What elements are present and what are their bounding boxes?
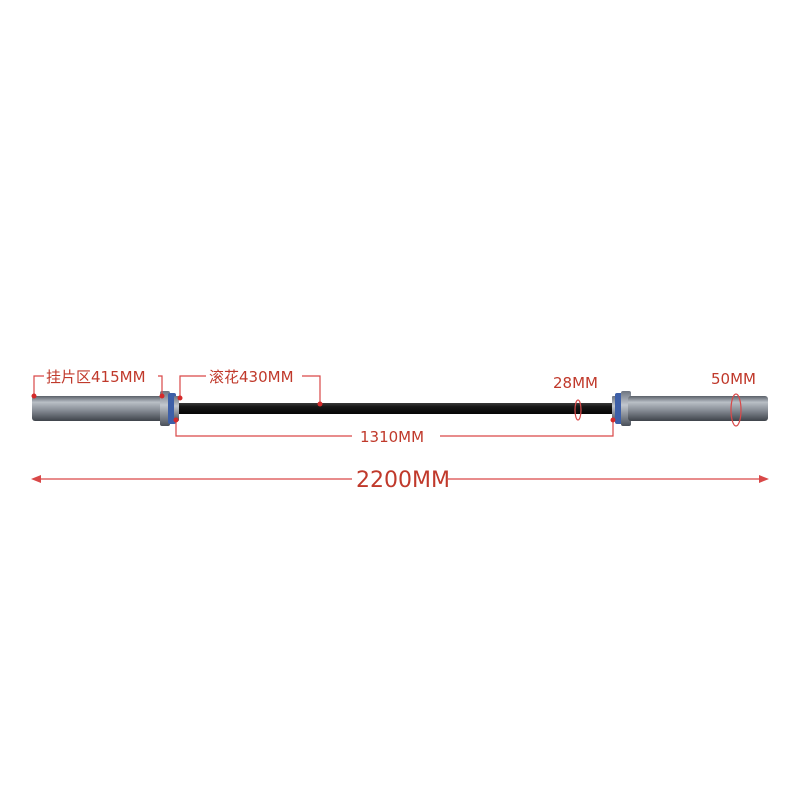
- knurling-annotation: 滚花430MM: [177, 368, 323, 407]
- sleeve-length-label: 挂片区415MM: [46, 368, 146, 386]
- left-collar: [160, 391, 179, 426]
- inner-length-annotation: 1310MM: [173, 417, 616, 446]
- shaft-diameter-annotation: 28MM: [553, 374, 598, 421]
- sleeve-diameter-annotation: 50MM: [711, 370, 756, 427]
- total-length-annotation: 2200MM: [31, 468, 769, 493]
- inner-length-label: 1310MM: [360, 428, 424, 446]
- barbell: [32, 391, 768, 426]
- left-sleeve: [32, 396, 164, 421]
- arrow-right-icon: [759, 475, 769, 483]
- knurling-label: 滚花430MM: [209, 368, 294, 386]
- arrow-left-icon: [31, 475, 41, 483]
- barbell-shaft: [178, 403, 616, 414]
- sleeve-length-annotation: 挂片区415MM: [31, 368, 165, 399]
- total-length-label: 2200MM: [356, 468, 450, 493]
- right-sleeve: [628, 396, 768, 421]
- sleeve-diameter-label: 50MM: [711, 370, 756, 388]
- shaft-diameter-label: 28MM: [553, 374, 598, 392]
